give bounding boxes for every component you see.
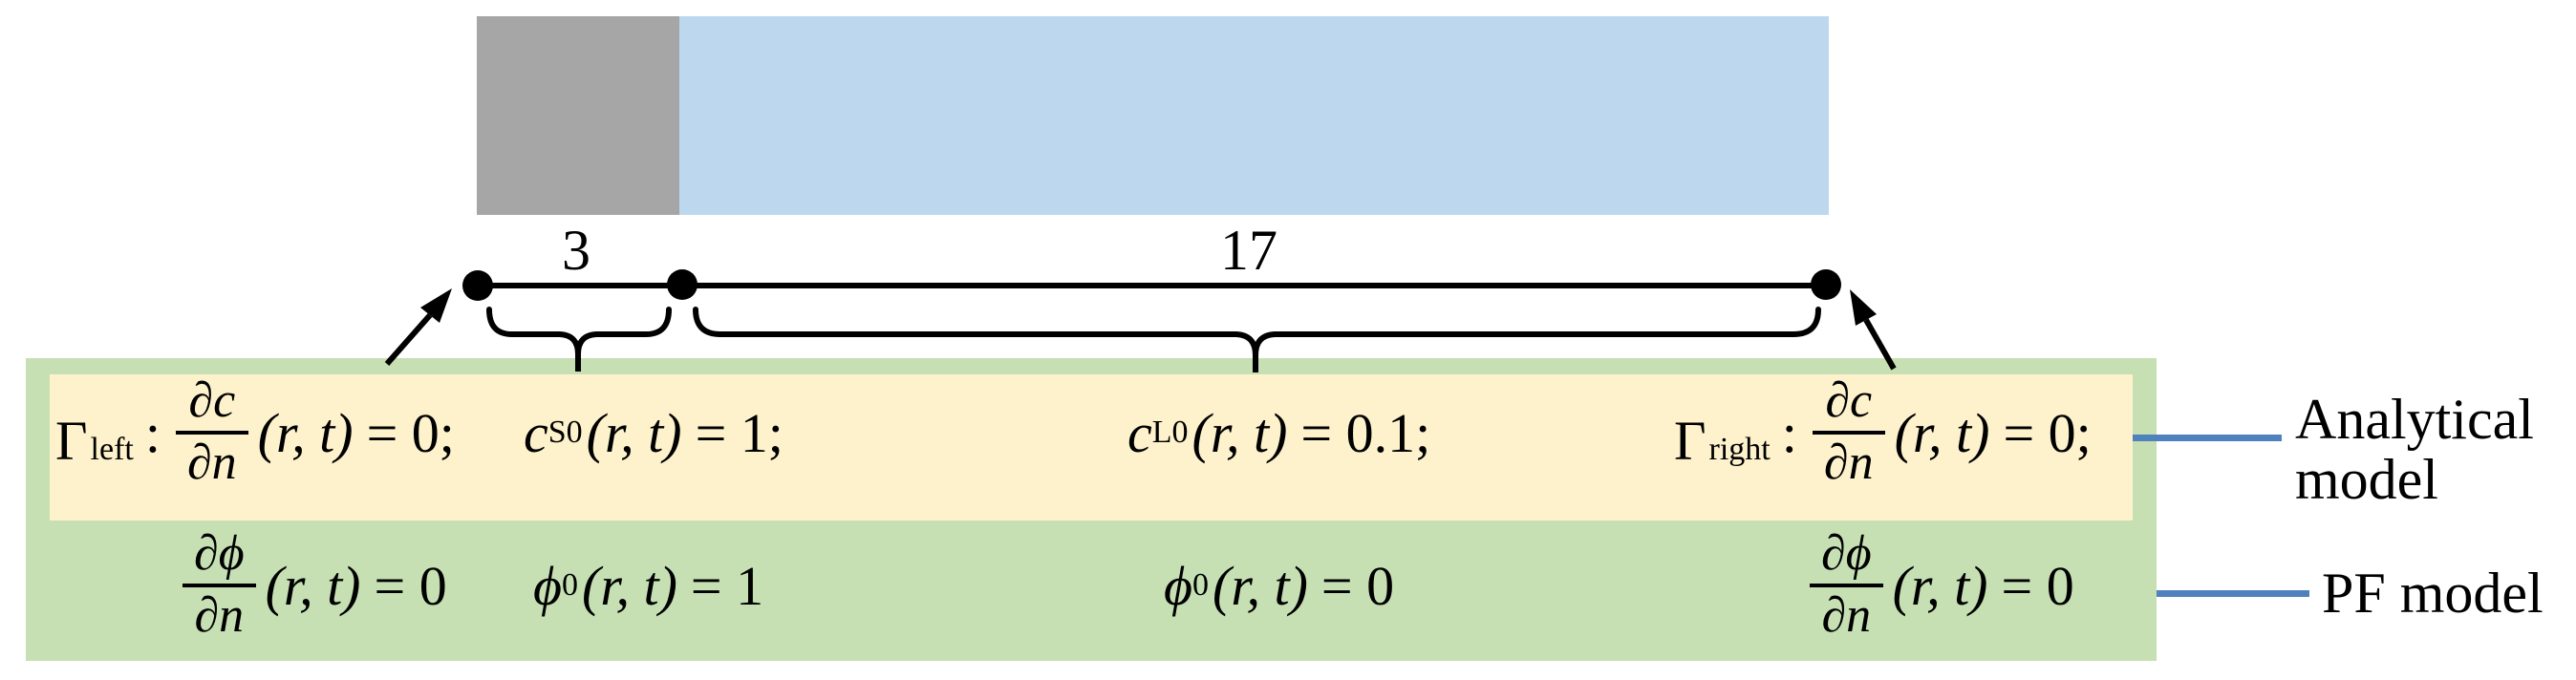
liquid-region-bar xyxy=(679,16,1829,215)
gamma-right: Γright xyxy=(1674,409,1771,472)
arrow-right-shaft xyxy=(1863,318,1897,371)
dimension-dot-right xyxy=(1811,269,1841,300)
dimension-dot-interface xyxy=(667,269,698,300)
analytical-right-bc-equation: Γright : ∂c ∂n (r, t) = 0; xyxy=(1674,373,2092,490)
underbrace-solid xyxy=(486,307,672,372)
legend-label-analytical: Analytical model xyxy=(2295,390,2534,510)
analytical-model-box xyxy=(50,374,2133,521)
arrow-left-head xyxy=(420,288,452,323)
underbrace-liquid xyxy=(693,307,1821,372)
solid-width-label: 3 xyxy=(562,219,590,282)
normal-derivative-fraction: ∂ϕ ∂n xyxy=(1810,528,1883,642)
liquid-width-label: 17 xyxy=(1220,219,1277,282)
pf-left-bc-equation: ∂ϕ ∂n (r, t) = 0 xyxy=(177,523,447,648)
legend-analytical-line2: model xyxy=(2295,448,2438,511)
normal-derivative-fraction: ∂ϕ ∂n xyxy=(182,528,256,642)
arrow-left-shaft xyxy=(384,313,433,366)
arrow-right-head xyxy=(1850,289,1877,326)
solid-region-bar xyxy=(477,16,679,215)
legend-connector-pf xyxy=(2157,590,2309,597)
gamma-left: Γleft xyxy=(55,409,134,472)
pf-right-bc-equation: ∂ϕ ∂n (r, t) = 0 xyxy=(1804,523,2074,648)
normal-derivative-fraction: ∂c ∂n xyxy=(175,375,248,489)
legend-connector-analytical xyxy=(2133,435,2282,441)
normal-derivative-fraction: ∂c ∂n xyxy=(1812,375,1885,489)
dimension-dot-left xyxy=(462,270,493,301)
legend-analytical-line1: Analytical xyxy=(2295,388,2534,451)
analytical-left-bc-equation: Γleft : ∂c ∂n (r, t) = 0; xyxy=(55,373,455,490)
legend-label-pf: PF model xyxy=(2322,562,2544,625)
